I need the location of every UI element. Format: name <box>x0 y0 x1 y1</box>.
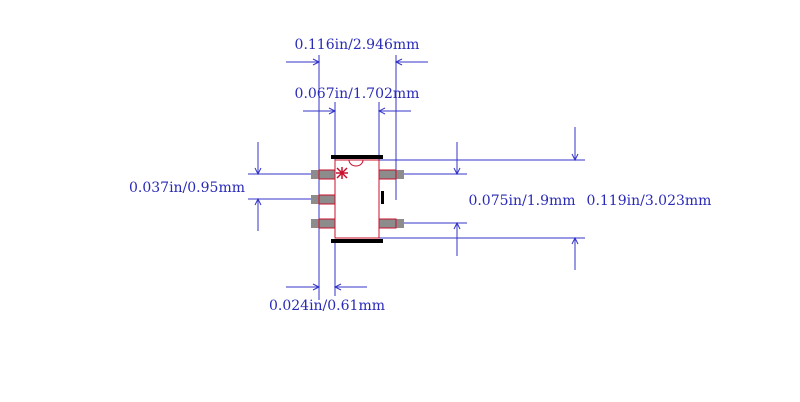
body-height-label: 0.075in/1.9mm <box>468 193 575 209</box>
dim-pad-width: 0.024in/0.61mm <box>269 230 385 314</box>
pad-3 <box>311 218 336 229</box>
dim-body-height: 0.075in/1.9mm <box>380 142 576 256</box>
overall-height-label: 0.119in/3.023mm <box>587 193 712 209</box>
pad-4 <box>378 218 404 229</box>
dim-overall-width: 0.116in/2.946mm <box>286 37 428 300</box>
overall-width-label: 0.116in/2.946mm <box>295 37 420 53</box>
pin1-marker-icon <box>336 167 348 179</box>
pad-span-label: 0.067in/1.702mm <box>295 86 420 102</box>
pad-2 <box>311 194 336 205</box>
dim-pad-span: 0.067in/1.702mm <box>295 86 420 165</box>
silkscreen-bottom-bar <box>331 239 383 243</box>
pad-1 <box>311 169 336 180</box>
silkscreen-top-bar <box>331 155 383 159</box>
pitch-label: 0.037in/0.95mm <box>129 180 245 196</box>
pin1-notch <box>348 159 364 167</box>
pad-width-label: 0.024in/0.61mm <box>269 298 385 314</box>
silkscreen-right-mark <box>381 191 384 204</box>
pad-5 <box>378 169 404 180</box>
dim-pitch: 0.037in/0.95mm <box>129 142 320 231</box>
